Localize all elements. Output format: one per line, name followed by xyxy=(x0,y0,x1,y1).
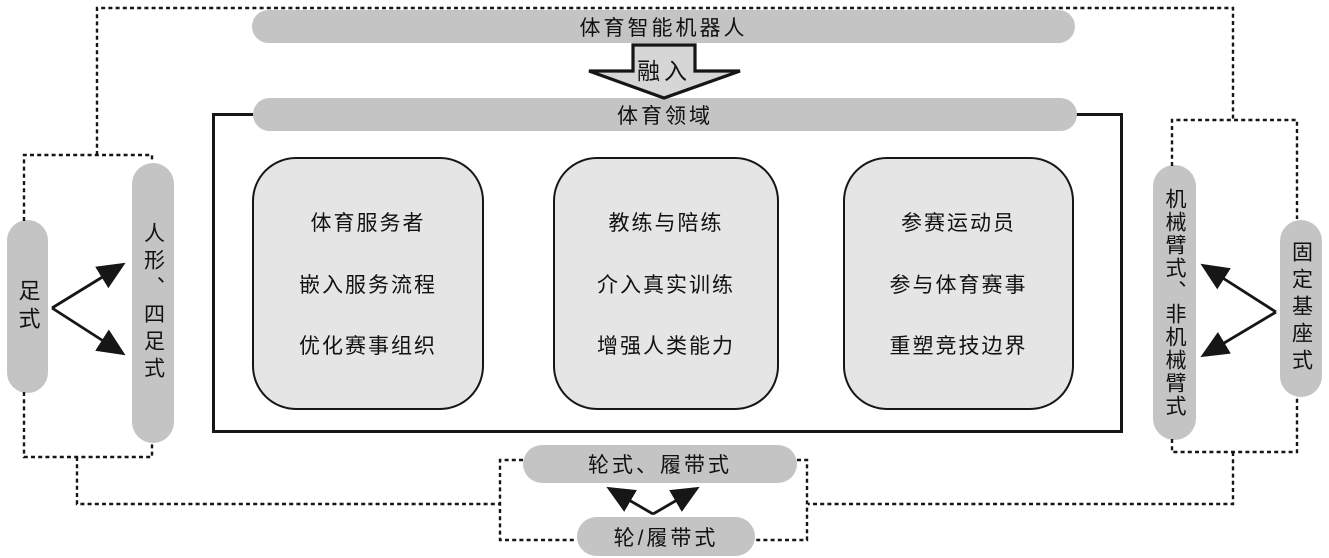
sports-domain-label: 体育领域 xyxy=(617,104,713,128)
role-line: 教练与陪练 xyxy=(608,211,724,235)
title-label: 体育智能机器人 xyxy=(579,16,748,40)
role-line: 增强人类能力 xyxy=(597,335,735,359)
humanoid-quadruped-label: 人形、四足式 xyxy=(141,222,165,384)
humanoid-quadruped-pill: 人形、四足式 xyxy=(132,163,174,443)
integrate-arrow-label: 融入 xyxy=(637,58,691,84)
fixed-base-label: 固定基座式 xyxy=(1289,241,1313,376)
role-line: 体育服务者 xyxy=(310,211,426,235)
left-branch-arrow-up xyxy=(51,262,126,310)
arm-type-label: 机械臂式、非机械臂式 xyxy=(1163,187,1186,418)
wheeled-tracked-pill: 轮式、履带式 xyxy=(523,445,797,483)
role-line: 重塑竞技边界 xyxy=(889,335,1028,359)
role-line: 嵌入服务流程 xyxy=(299,273,437,297)
title-pill: 体育智能机器人 xyxy=(252,10,1075,43)
fixed-base-pill: 固定基座式 xyxy=(1280,220,1322,397)
sports-domain-pill: 体育领域 xyxy=(253,98,1077,131)
role-line: 介入真实训练 xyxy=(597,273,735,297)
right-branch-arrow-down xyxy=(1200,310,1277,358)
role-line: 参与体育赛事 xyxy=(889,273,1028,297)
role-box-athlete: 参赛运动员 参与体育赛事 重塑竞技边界 xyxy=(843,157,1074,410)
foot-type-label: 足式 xyxy=(15,278,41,335)
bottom-branch-arrow-left xyxy=(606,486,654,516)
dotted-left-to-bottom xyxy=(75,457,499,506)
dotted-right-to-bottom xyxy=(808,452,1235,506)
wheeled-tracked-label: 轮式、履带式 xyxy=(588,454,732,477)
role-box-coach: 教练与陪练 介入真实训练 增强人类能力 xyxy=(553,157,779,410)
right-branch-arrow-up xyxy=(1200,263,1277,314)
role-line: 参赛运动员 xyxy=(901,211,1016,235)
wheel-track-label: 轮/履带式 xyxy=(613,526,719,550)
left-branch-arrow-down xyxy=(51,306,126,356)
arm-type-pill: 机械臂式、非机械臂式 xyxy=(1153,165,1196,440)
role-box-service-provider: 体育服务者 嵌入服务流程 优化赛事组织 xyxy=(252,157,484,410)
role-line: 优化赛事组织 xyxy=(299,335,437,359)
wheel-track-pill: 轮/履带式 xyxy=(577,517,755,556)
foot-type-pill: 足式 xyxy=(7,220,48,393)
bottom-branch-arrow-right xyxy=(652,486,700,516)
